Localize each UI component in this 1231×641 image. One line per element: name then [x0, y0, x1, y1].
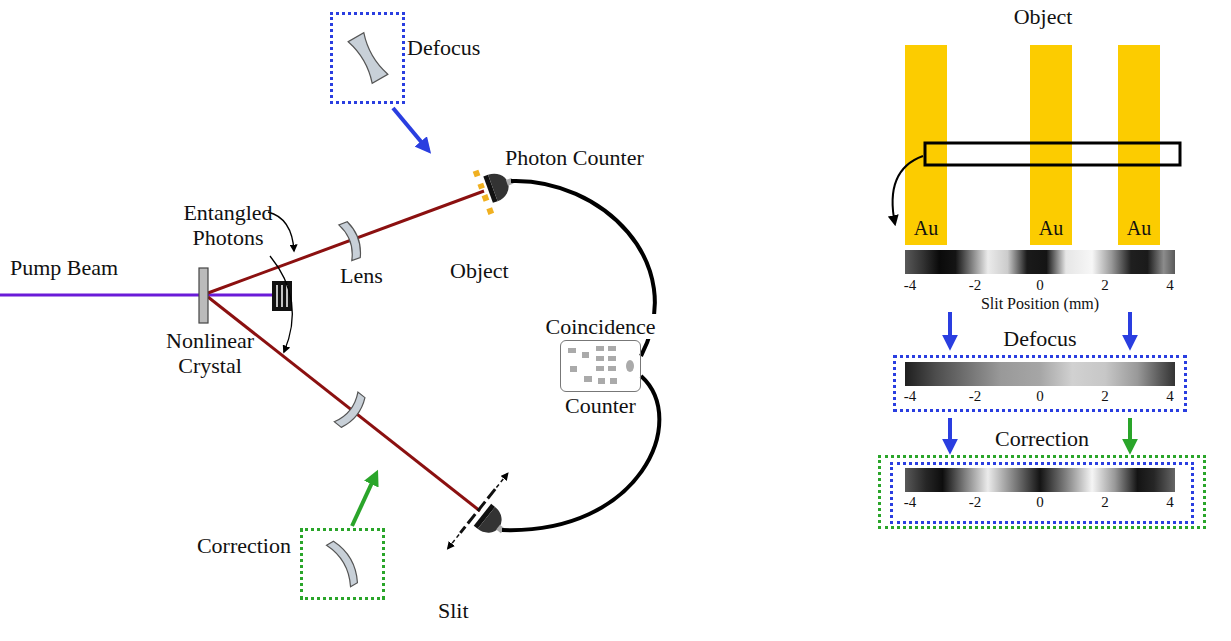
axis-tick: 0 [1036, 494, 1044, 511]
axis-tick: 4 [1166, 277, 1174, 294]
photon-label: Entangled Photons [178, 200, 278, 250]
axis-tick: 4 [1166, 388, 1174, 405]
axis-tick: -2 [969, 277, 982, 294]
gold-bar: Au [1118, 45, 1160, 245]
panel-title: Object [1014, 4, 1073, 29]
axis-tick: -4 [904, 388, 917, 405]
node-label: Correction [995, 426, 1089, 451]
correction-lens-box: Correction [300, 528, 385, 600]
correction-result-box: Correction-4-2024 [878, 455, 1206, 529]
node-label: Coincidence [544, 314, 658, 339]
defocus-result-box: Defocus-4-2024 [893, 355, 1187, 412]
axis-title: Slit Position (mm) [981, 295, 1099, 313]
gold-bar: Au [905, 45, 947, 245]
detector-label: Photon Counter [505, 145, 644, 170]
material-label: Au [1127, 216, 1151, 241]
axis-tick: -4 [904, 277, 917, 294]
axis-tick: 2 [1101, 388, 1109, 405]
coincidence-counter: CoincidenceCounter [560, 340, 641, 392]
axis-tick: 0 [1036, 388, 1044, 405]
axis-tick: -4 [904, 494, 917, 511]
gold-bar: Au [1030, 45, 1072, 245]
material-label: Au [1039, 216, 1063, 241]
node-label: Defocus [1003, 326, 1076, 351]
beam-label: Pump Beam [10, 255, 118, 280]
lens-label: Lens [340, 263, 383, 288]
axis-tick: 4 [1166, 494, 1174, 511]
defocus-lens-box: Defocus [330, 12, 405, 104]
object-label: Object [450, 258, 509, 283]
node-label: Correction [197, 533, 291, 558]
slit-label: Slit [438, 598, 469, 623]
crystal-label: Nonlinear Crystal [160, 328, 260, 378]
axis-tick: -2 [969, 494, 982, 511]
node-label: Counter [563, 393, 638, 418]
node-label: Defocus [407, 35, 480, 60]
material-label: Au [914, 216, 938, 241]
axis-tick: 2 [1101, 277, 1109, 294]
corrected-defocus-box: -4 -2 0 2 4 [890, 462, 1194, 524]
axis-tick: 0 [1036, 277, 1044, 294]
axis-tick: -2 [969, 388, 982, 405]
axis-tick: 2 [1101, 494, 1109, 511]
